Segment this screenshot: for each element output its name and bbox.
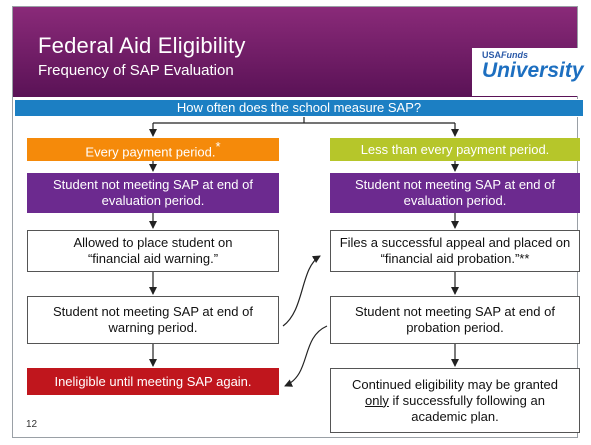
curve-to-ineligible-arrow	[284, 325, 328, 387]
left-ineligible-text: Ineligible until meeting SAP again.	[54, 373, 252, 389]
logo-university-text: University	[482, 59, 584, 82]
left-not-meeting-eval-text: Student not meeting SAP at end of evalua…	[53, 177, 253, 208]
right-frequency-text: Less than every payment period.	[360, 141, 550, 157]
right-appeal-text: Files a successful appeal and placed on …	[339, 235, 571, 266]
left-frequency-label: Every payment period.	[85, 144, 216, 160]
left-not-meeting-warning-text: Student not meeting SAP at end of warnin…	[53, 304, 253, 335]
logo-usa: USA	[482, 50, 502, 60]
left-not-meeting-warning-box: Student not meeting SAP at end of warnin…	[27, 296, 279, 344]
left-frequency-mark: *	[215, 138, 221, 154]
right-continued-eligibility-box: Continued eligibility may be granted onl…	[330, 368, 580, 433]
right-appeal-box: Files a successful appeal and placed on …	[330, 230, 580, 272]
left-ineligible-box: Ineligible until meeting SAP again.	[27, 368, 279, 395]
branch-connector	[149, 117, 459, 137]
right-continued-eligibility-text: Continued eligibility may be granted onl…	[339, 377, 571, 425]
logo-funds: Funds	[501, 50, 529, 60]
left-warning-text: Allowed to place student on “financial a…	[73, 235, 233, 266]
question-banner: How often does the school measure SAP?	[14, 99, 584, 117]
right-not-meeting-eval-text: Student not meeting SAP at end of evalua…	[355, 177, 555, 208]
slide-title: Federal Aid Eligibility	[38, 33, 246, 58]
right-not-meeting-probation-box: Student not meeting SAP at end of probat…	[330, 296, 580, 344]
left-frequency-text: Every payment period.*	[85, 139, 220, 160]
left-frequency-box: Every payment period.*	[27, 138, 279, 161]
continued-pre-text: Continued eligibility may be granted	[352, 376, 558, 392]
continued-only-text: only	[365, 392, 389, 408]
right-not-meeting-probation-text: Student not meeting SAP at end of probat…	[355, 304, 555, 335]
question-text: How often does the school measure SAP?	[176, 100, 422, 115]
curve-to-appeal-arrow	[282, 255, 321, 327]
right-frequency-box: Less than every payment period.	[330, 138, 580, 161]
right-not-meeting-eval-box: Student not meeting SAP at end of evalua…	[330, 173, 580, 213]
page-number: 12	[26, 419, 38, 430]
left-warning-box: Allowed to place student on “financial a…	[27, 230, 279, 272]
usafunds-university-logo	[472, 48, 584, 96]
logo-usafunds-text: USAFunds	[482, 50, 528, 60]
slide-subtitle: Frequency of SAP Evaluation	[38, 62, 234, 79]
left-not-meeting-eval-box: Student not meeting SAP at end of evalua…	[27, 173, 279, 213]
continued-post-text: if successfully following an academic pl…	[388, 392, 545, 424]
